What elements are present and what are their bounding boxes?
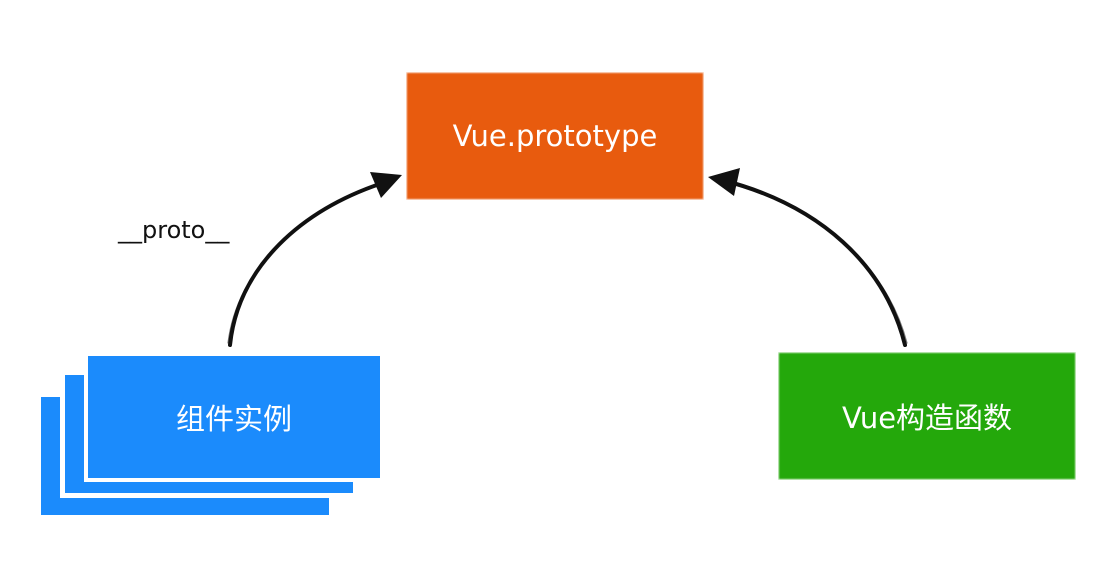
vue-prototype-node: Vue.prototype [406,72,704,200]
arrow-constructor-to-prototype [720,178,907,347]
vue-constructor-node: Vue构造函数 [778,352,1076,480]
arrow-instance-to-prototype-faint [227,181,391,344]
vue-constructor-label: Vue构造函数 [841,401,1013,435]
arrowhead-left [370,172,402,198]
component-instance-label: 组件实例 [175,402,292,436]
vue-prototype-label: Vue.prototype [452,119,658,153]
proto-edge-label: __proto__ [118,216,230,244]
arrow-instance-to-prototype [228,178,394,347]
component-instance-node [84,352,384,482]
arrow-constructor-to-prototype-faint [723,181,908,344]
arrowhead-right [708,168,740,196]
